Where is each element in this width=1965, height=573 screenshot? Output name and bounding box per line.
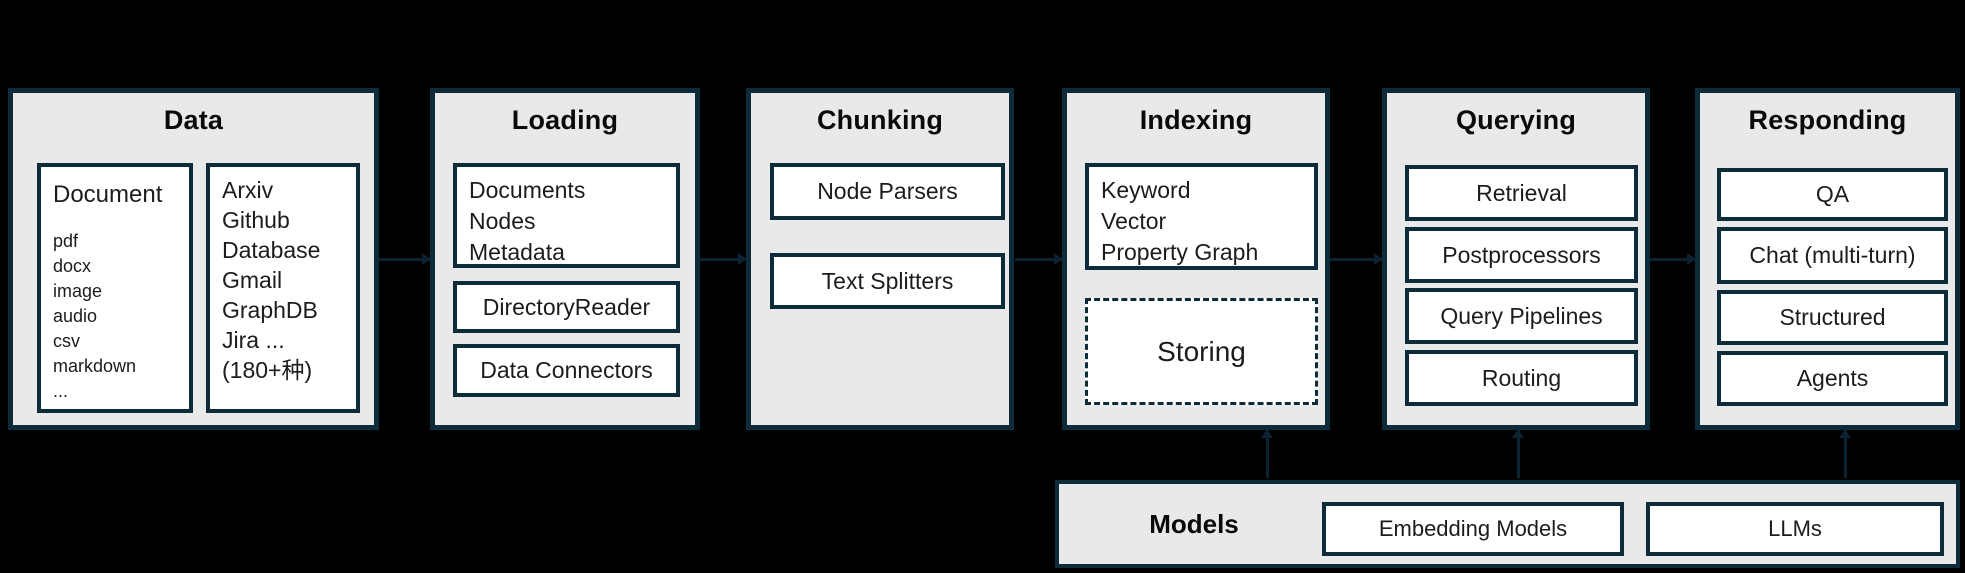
storing-box: Storing bbox=[1085, 298, 1318, 405]
loading-objects-box: Documents Nodes Metadata bbox=[453, 163, 680, 268]
llms-box: LLMs bbox=[1646, 502, 1944, 556]
document-heading: Document bbox=[53, 181, 163, 208]
arrow-data-to-loading bbox=[379, 253, 431, 265]
arrow-models-to-indexing bbox=[1261, 429, 1273, 478]
text-splitters-label: Text Splitters bbox=[821, 267, 954, 294]
panel-loading-title: Loading bbox=[511, 105, 619, 135]
retrieval-box: Retrieval bbox=[1405, 165, 1638, 221]
postprocessors-label: Postprocessors bbox=[1442, 241, 1601, 268]
data-source: (180+种) bbox=[222, 357, 313, 383]
arrow-models-to-querying bbox=[1512, 429, 1524, 478]
chat-box: Chat (multi-turn) bbox=[1717, 227, 1948, 284]
doc-item: ... bbox=[53, 381, 69, 401]
panel-querying-title: Querying bbox=[1455, 105, 1577, 135]
data-sources-box: Arxiv Github Database Gmail GraphDB Jira… bbox=[206, 163, 360, 413]
panel-querying: Querying Retrieval Postprocessors Query … bbox=[1382, 88, 1650, 430]
chat-label: Chat (multi-turn) bbox=[1749, 242, 1916, 268]
data-source: Database bbox=[222, 237, 321, 263]
text-splitters-box: Text Splitters bbox=[770, 253, 1005, 309]
embedding-models-label: Embedding Models bbox=[1378, 516, 1568, 541]
index-type: Vector bbox=[1101, 208, 1167, 234]
models-title: Models bbox=[1149, 508, 1239, 539]
arrow-loading-to-chunking bbox=[700, 253, 747, 265]
doc-item: markdown bbox=[53, 356, 137, 376]
node-parsers-box: Node Parsers bbox=[770, 163, 1005, 220]
routing-label: Routing bbox=[1481, 364, 1562, 391]
agents-box: Agents bbox=[1717, 351, 1948, 406]
loading-object: Nodes bbox=[469, 208, 536, 234]
data-connectors-box: Data Connectors bbox=[453, 344, 680, 397]
doc-item: csv bbox=[53, 331, 80, 351]
postprocessors-box: Postprocessors bbox=[1405, 227, 1638, 283]
doc-item: image bbox=[53, 281, 103, 301]
arrow-indexing-to-querying bbox=[1330, 253, 1383, 265]
panel-loading: Loading Documents Nodes Metadata Directo… bbox=[430, 88, 700, 430]
directory-reader-label: DirectoryReader bbox=[482, 293, 651, 320]
panel-responding-title: Responding bbox=[1748, 105, 1907, 135]
index-types-box: Keyword Vector Property Graph bbox=[1085, 163, 1318, 270]
panel-data-title: Data bbox=[163, 105, 224, 135]
query-pipelines-box: Query Pipelines bbox=[1405, 288, 1638, 344]
node-parsers-label: Node Parsers bbox=[817, 178, 958, 204]
data-source: GraphDB bbox=[222, 297, 318, 323]
panel-data: Data Document pdf docx image audio csv m… bbox=[8, 88, 379, 430]
models-bar: Models Embedding Models LLMs bbox=[1055, 480, 1960, 568]
routing-box: Routing bbox=[1405, 350, 1638, 406]
loading-object: Documents bbox=[469, 177, 586, 203]
data-source: Gmail bbox=[222, 267, 283, 293]
llms-label: LLMs bbox=[1768, 516, 1822, 541]
index-type: Property Graph bbox=[1101, 239, 1259, 265]
panel-chunking-title: Chunking bbox=[816, 105, 944, 135]
data-source: Arxiv bbox=[222, 177, 274, 203]
panel-indexing-title: Indexing bbox=[1139, 105, 1253, 135]
data-connectors-label: Data Connectors bbox=[480, 357, 653, 383]
agents-label: Agents bbox=[1796, 365, 1869, 391]
qa-box: QA bbox=[1717, 168, 1948, 221]
index-type: Keyword bbox=[1101, 177, 1191, 203]
retrieval-label: Retrieval bbox=[1476, 179, 1567, 206]
document-types-box: Document pdf docx image audio csv markdo… bbox=[37, 163, 193, 413]
panel-indexing: Indexing Keyword Vector Property Graph S… bbox=[1062, 88, 1330, 430]
data-source: Github bbox=[222, 207, 290, 233]
loading-object: Metadata bbox=[469, 239, 565, 265]
doc-item: audio bbox=[53, 306, 98, 326]
embedding-models-box: Embedding Models bbox=[1322, 502, 1624, 556]
panel-responding: Responding QA Chat (multi-turn) Structur… bbox=[1695, 88, 1960, 430]
arrow-querying-to-responding bbox=[1650, 253, 1696, 265]
storing-label: Storing bbox=[1157, 335, 1246, 367]
doc-item: docx bbox=[53, 256, 92, 276]
qa-label: QA bbox=[1815, 181, 1850, 207]
directory-reader-box: DirectoryReader bbox=[453, 281, 680, 333]
doc-item: pdf bbox=[53, 231, 79, 251]
arrow-chunking-to-indexing bbox=[1015, 253, 1063, 265]
structured-label: Structured bbox=[1779, 304, 1886, 330]
panel-chunking: Chunking Node Parsers Text Splitters bbox=[746, 88, 1014, 430]
data-source: Jira ... bbox=[222, 327, 285, 353]
structured-box: Structured bbox=[1717, 290, 1948, 345]
query-pipelines-label: Query Pipelines bbox=[1440, 302, 1603, 329]
arrow-models-to-responding bbox=[1839, 429, 1851, 478]
